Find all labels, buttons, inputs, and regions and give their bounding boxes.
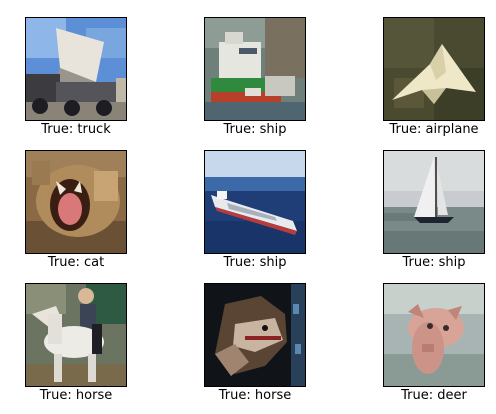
thumbnail-horse xyxy=(204,283,306,387)
image-label: True: airplane xyxy=(389,122,479,137)
image-label: True: horse xyxy=(39,388,113,403)
image-label: True: ship xyxy=(223,122,287,137)
thumbnail-ship xyxy=(204,17,306,121)
image-label: True: cat xyxy=(47,255,105,270)
thumbnail-ship xyxy=(204,150,306,254)
thumbnail-horse xyxy=(25,283,127,387)
image-label: True: horse xyxy=(218,388,292,403)
thumbnail-deer xyxy=(383,283,485,387)
image-label: True: truck xyxy=(41,122,111,137)
image-label: True: ship xyxy=(402,255,466,270)
image-label: True: ship xyxy=(223,255,287,270)
thumbnail-airplane xyxy=(383,17,485,121)
thumbnail-truck xyxy=(25,17,127,121)
image-label: True: deer xyxy=(401,388,467,403)
thumbnail-sailboat xyxy=(383,150,485,254)
thumbnail-cat xyxy=(25,150,127,254)
